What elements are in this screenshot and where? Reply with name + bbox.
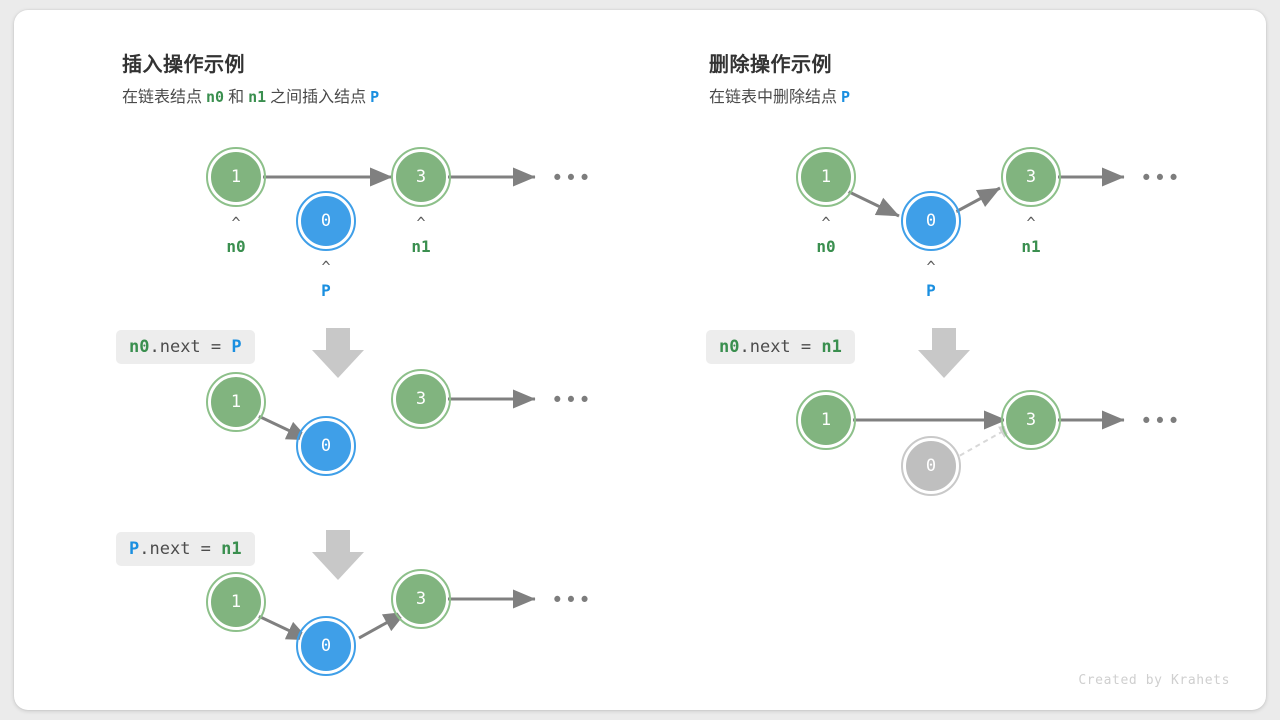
node-value: 1 [820, 409, 832, 430]
node-insert-s3-n0: 1 [206, 572, 266, 632]
ellipsis-delete-s1: ••• [1140, 166, 1181, 190]
subtitle-code-n1: n1 [248, 88, 267, 106]
code-property: .next = [139, 539, 222, 559]
caret-icon: ^ [926, 258, 936, 276]
node-delete-s1-p: 0 [901, 191, 961, 251]
pointer-label: P [926, 281, 936, 300]
node-value: 1 [230, 391, 242, 412]
pointer-delete-n1: ^ n1 [1001, 214, 1061, 257]
caret-icon: ^ [1026, 214, 1036, 232]
node-delete-s2-n0: 1 [796, 390, 856, 450]
diagram-card: 3 (dashed dim) --> 插入操作示例 在链表结点n0和n1之间插入… [14, 10, 1266, 710]
node-value: 3 [1025, 409, 1037, 430]
code-target: n0 [129, 337, 150, 357]
node-insert-s3-p: 0 [296, 616, 356, 676]
node-insert-s2-n0: 1 [206, 372, 266, 432]
pointer-label: n0 [816, 237, 836, 256]
panel-title-delete: 删除操作示例 [709, 54, 832, 76]
step-down-arrow-insert-2 [312, 530, 364, 580]
diagram-stage: 3 (dashed dim) --> 插入操作示例 在链表结点n0和n1之间插入… [14, 10, 1266, 710]
node-value: 0 [925, 210, 937, 231]
node-value: 0 [925, 455, 937, 476]
node-insert-s2-n1: 3 [391, 369, 451, 429]
pointer-insert-n0: ^ n0 [206, 214, 266, 257]
panel-title-insert: 插入操作示例 [122, 54, 245, 76]
subtitle-code-n0: n0 [206, 88, 225, 106]
node-delete-s2-n1: 3 [1001, 390, 1061, 450]
subtitle-text: 和 [228, 89, 245, 106]
code-property: .next = [739, 337, 822, 357]
node-insert-s1-n1: 3 [391, 147, 451, 207]
caret-icon: ^ [321, 258, 331, 276]
caret-icon: ^ [821, 214, 831, 232]
node-insert-s3-n1: 3 [391, 569, 451, 629]
node-delete-s2-removed: 0 [901, 436, 961, 496]
node-insert-s1-n0: 1 [206, 147, 266, 207]
subtitle-code-p: P [370, 88, 380, 106]
pointer-label: n1 [1021, 237, 1041, 256]
ellipsis-insert-s3: ••• [551, 588, 592, 612]
subtitle-text: 之间插入结点 [270, 89, 367, 106]
subtitle-text: 在链表结点 [122, 89, 203, 106]
step-down-arrow-delete-1 [918, 328, 970, 378]
code-badge-insert-1: n0.next = P [116, 330, 255, 364]
code-value: n1 [821, 337, 842, 357]
node-value: 0 [320, 435, 332, 456]
caret-icon: ^ [231, 214, 241, 232]
node-insert-s1-p: 0 [296, 191, 356, 251]
node-insert-s2-p: 0 [296, 416, 356, 476]
code-value: P [231, 337, 242, 357]
node-value: 3 [415, 388, 427, 409]
edges-delete-step2 [852, 410, 1125, 461]
node-delete-s1-n0: 1 [796, 147, 856, 207]
ellipsis-insert-s1: ••• [551, 166, 592, 190]
node-value: 1 [820, 166, 832, 187]
node-delete-s1-n1: 3 [1001, 147, 1061, 207]
subtitle-text: 在链表中删除结点 [709, 89, 838, 106]
code-badge-insert-2: P.next = n1 [116, 532, 255, 566]
pointer-label: n0 [226, 237, 246, 256]
pointer-insert-n1: ^ n1 [391, 214, 451, 257]
ellipsis-insert-s2: ••• [551, 388, 592, 412]
credit-text: Created by Krahets [1078, 673, 1230, 688]
pointer-delete-n0: ^ n0 [796, 214, 856, 257]
code-badge-delete-1: n0.next = n1 [706, 330, 855, 364]
step-down-arrow-insert-1 [312, 328, 364, 378]
caret-icon: ^ [416, 214, 426, 232]
code-target: n0 [719, 337, 740, 357]
code-value: n1 [221, 539, 242, 559]
node-value: 0 [320, 635, 332, 656]
node-value: 0 [320, 210, 332, 231]
node-value: 3 [1025, 166, 1037, 187]
node-value: 3 [415, 588, 427, 609]
edges-delete-step1 [842, 167, 1125, 218]
node-value: 3 [415, 166, 427, 187]
node-value: 1 [230, 166, 242, 187]
code-property: .next = [149, 337, 232, 357]
node-value: 1 [230, 591, 242, 612]
code-target: P [129, 539, 140, 559]
pointer-insert-p: ^ P [296, 258, 356, 301]
subtitle-code-p: P [841, 88, 851, 106]
pointer-delete-p: ^ P [901, 258, 961, 301]
pointer-label: n1 [411, 237, 431, 256]
pointer-label: P [321, 281, 331, 300]
ellipsis-delete-s2: ••• [1140, 409, 1181, 433]
